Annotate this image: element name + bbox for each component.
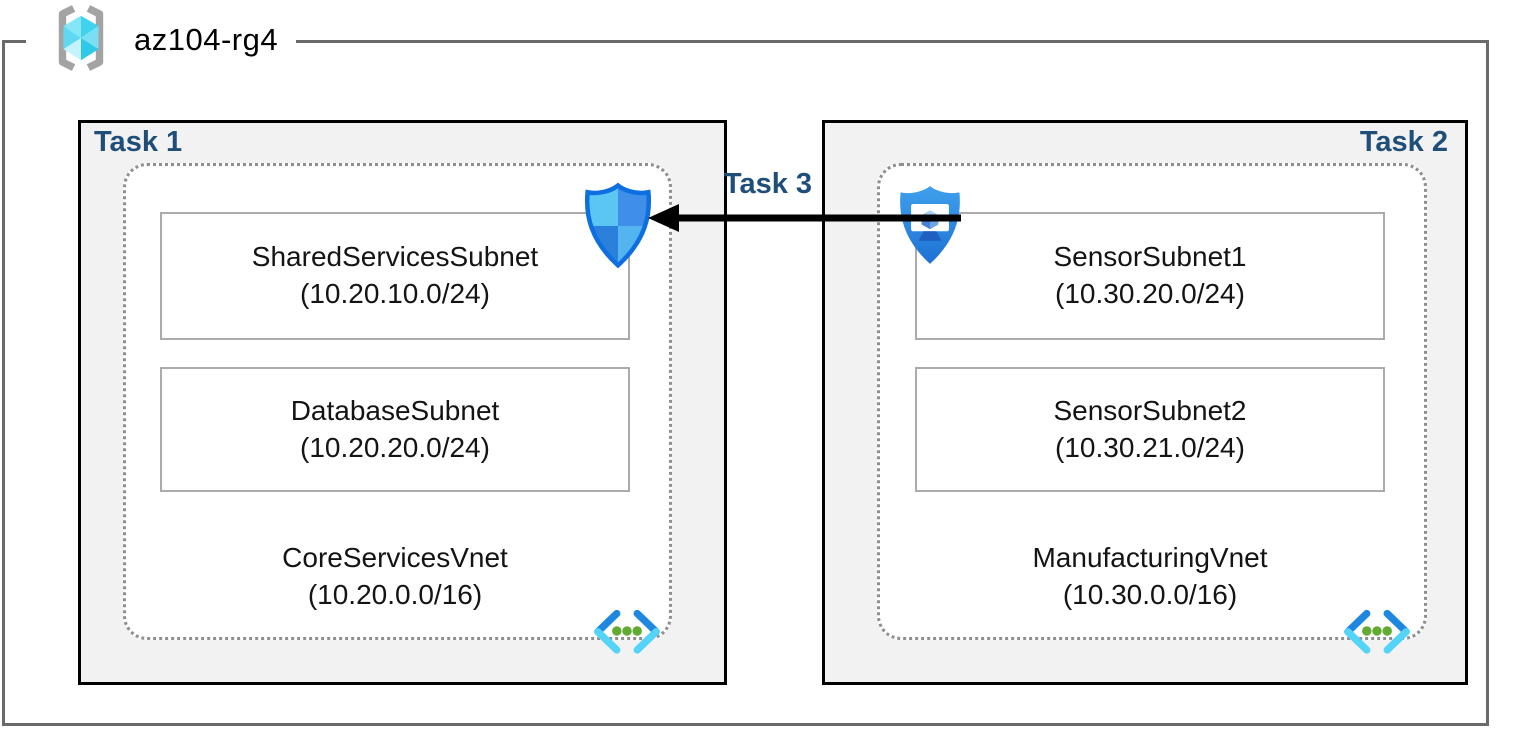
virtual-network-icon [592,607,662,660]
core-services-vnet-label: CoreServicesVnet (10.20.0.0/16) [160,540,630,614]
subnet-name: SensorSubnet2 [1053,394,1247,426]
virtual-network-icon [1342,607,1412,660]
subnet-cidr: (10.20.20.0/24) [300,431,490,463]
subnet-name: DatabaseSubnet [290,394,500,426]
task3-label: Task 3 [723,168,813,200]
sensor-subnet2-box: SensorSubnet2 (10.30.21.0/24) [915,367,1385,492]
vnet-cidr: (10.20.0.0/16) [307,578,483,610]
resource-group-border [2,40,1489,726]
task1-label: Task 1 [94,126,183,158]
database-subnet-box: DatabaseSubnet (10.20.20.0/24) [160,367,630,492]
resource-group-name: az104-rg4 [134,22,279,57]
subnet-cidr: (10.20.10.0/24) [300,278,490,309]
task3-arrow [645,197,965,244]
vnet-cidr: (10.30.0.0/16) [1062,578,1238,610]
resource-group-icon [44,1,118,80]
subnet-name: SensorSubnet1 [1053,241,1247,273]
task2-label: Task 2 [1359,126,1448,158]
sensor-subnet1-box: SensorSubnet1 (10.30.20.0/24) [915,212,1385,340]
vnet-name: ManufacturingVnet [1032,542,1268,573]
subnet-name: SharedServicesSubnet [251,241,539,273]
vnet-name: CoreServicesVnet [282,542,508,573]
shared-services-subnet-box: SharedServicesSubnet (10.20.10.0/24) [160,212,630,340]
manufacturing-vnet-label: ManufacturingVnet (10.30.0.0/16) [915,540,1385,614]
resource-group-header: az104-rg4 [26,1,297,80]
defender-shield-icon [582,182,654,275]
subnet-cidr: (10.30.20.0/24) [1055,278,1245,309]
subnet-cidr: (10.30.21.0/24) [1055,431,1245,463]
